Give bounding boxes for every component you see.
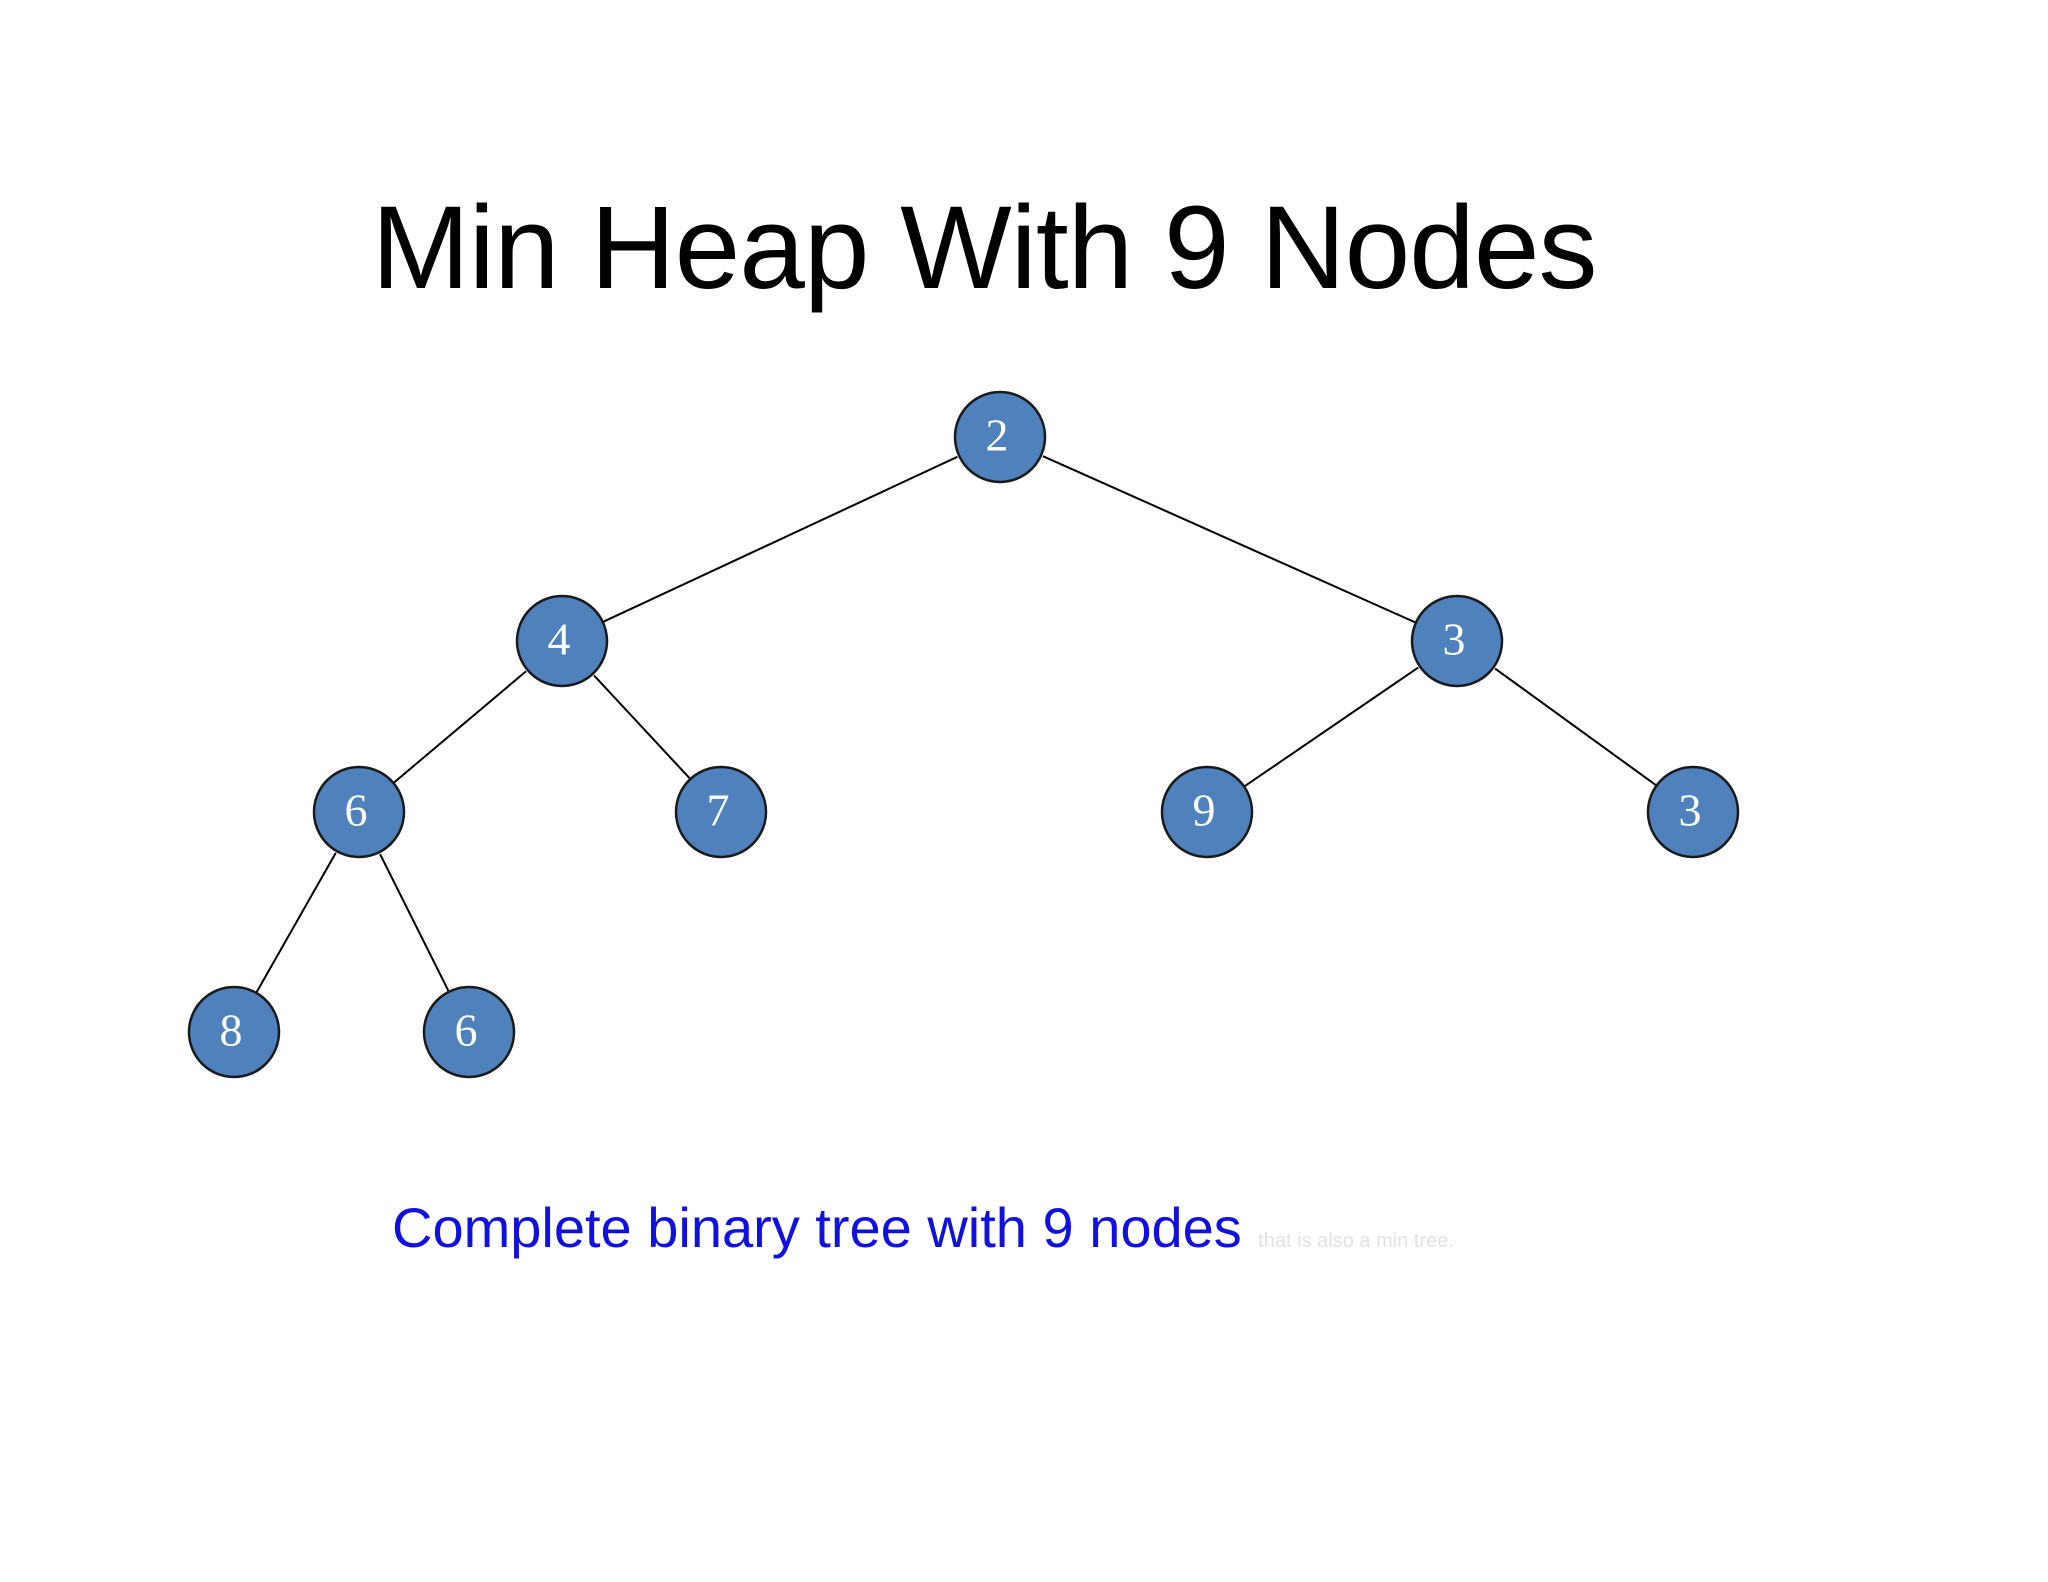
tree-node-circle bbox=[312, 765, 406, 859]
edges-layer bbox=[253, 455, 1661, 997]
tree-edge-n3-n8 bbox=[379, 853, 452, 996]
tree-node-n5: 9 bbox=[1160, 765, 1254, 859]
tree-node-value: 3 bbox=[1443, 614, 1466, 665]
tree-node-circle bbox=[1410, 594, 1504, 688]
tree-node-circle bbox=[674, 765, 768, 859]
tree-node-value: 8 bbox=[220, 1005, 243, 1056]
tree-node-circle bbox=[1646, 765, 1740, 859]
tree-node-value: 2 bbox=[986, 410, 1009, 461]
caption-faint-text: that is also a min tree. bbox=[1258, 1230, 1454, 1252]
tree-node-n7: 8 bbox=[187, 985, 281, 1079]
tree-node-value: 7 bbox=[707, 785, 730, 836]
caption-main-text: Complete binary tree with 9 nodes bbox=[392, 1196, 1242, 1259]
tree-node-value: 6 bbox=[345, 785, 368, 836]
tree-node-value: 3 bbox=[1679, 785, 1702, 836]
tree-edge-n2-n5 bbox=[1240, 666, 1419, 790]
caption: Complete binary tree with 9 nodes that i… bbox=[392, 1195, 1454, 1260]
tree-edge-n0-n2 bbox=[1042, 455, 1420, 626]
tree-edge-n1-n3 bbox=[389, 670, 527, 787]
tree-node-circle bbox=[422, 985, 516, 1079]
tree-node-circle bbox=[187, 985, 281, 1079]
tree-node-value: 6 bbox=[455, 1005, 478, 1056]
tree-node-circle bbox=[953, 390, 1047, 484]
tree-node-n6: 3 bbox=[1646, 765, 1740, 859]
slide-title: Min Heap With 9 Nodes bbox=[371, 182, 1597, 314]
tree-node-circle bbox=[1160, 765, 1254, 859]
tree-edge-n0-n1 bbox=[598, 455, 958, 625]
tree-edge-n2-n6 bbox=[1494, 667, 1661, 789]
tree-node-n4: 7 bbox=[674, 765, 768, 859]
tree-node-value: 4 bbox=[548, 614, 571, 665]
tree-node-n8: 6 bbox=[422, 985, 516, 1079]
tree-node-n2: 3 bbox=[1410, 594, 1504, 688]
tree-node-value: 9 bbox=[1193, 785, 1216, 836]
tree-node-n1: 4 bbox=[515, 594, 609, 688]
tree-edge-n1-n4 bbox=[593, 674, 694, 783]
nodes-layer: 2 4 3 6 7 9 3 8 6 bbox=[187, 390, 1740, 1079]
tree-node-circle bbox=[515, 594, 609, 688]
tree-node-n3: 6 bbox=[312, 765, 406, 859]
tree-edge-n3-n7 bbox=[253, 852, 337, 997]
tree-node-n0: 2 bbox=[953, 390, 1047, 484]
